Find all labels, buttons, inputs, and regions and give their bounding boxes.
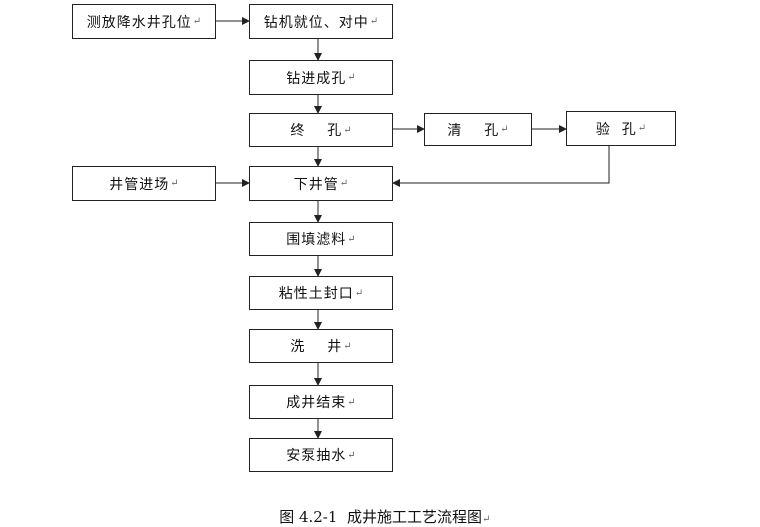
node-backfill-filter: 围填滤料↵ — [249, 222, 393, 256]
node-clean-hole: 清 孔↵ — [424, 113, 532, 146]
connector-lines — [216, 17, 610, 439]
node-well-complete: 成井结束↵ — [249, 385, 393, 419]
node-label: 测放降水井孔位 — [86, 14, 192, 31]
node-label: 终 孔 — [290, 123, 343, 139]
node-label: 安泵抽水 — [286, 448, 347, 464]
return-mark: ↵ — [343, 340, 352, 352]
node-label: 验 孔 — [595, 121, 637, 138]
node-label: 粘性土封口 — [278, 286, 354, 302]
return-mark: ↵ — [500, 124, 509, 135]
node-rig-positioning: 钻机就位、对中↵ — [249, 4, 393, 39]
return-mark: ↵ — [481, 514, 491, 525]
node-label: 清 孔 — [447, 122, 500, 139]
node-label: 围填滤料 — [286, 232, 347, 248]
node-label: 钻进成孔 — [286, 70, 347, 87]
node-clay-seal: 粘性土封口↵ — [249, 276, 393, 310]
return-mark: ↵ — [347, 449, 356, 461]
node-lower-pipe: 下井管↵ — [249, 166, 393, 201]
node-survey-well-position: 测放降水井孔位↵ — [72, 4, 216, 39]
node-label: 洗 井 — [290, 339, 343, 355]
arrow-inspect-to-lower-pipe — [392, 146, 610, 187]
node-label: 钻机就位、对中 — [263, 14, 369, 31]
return-mark: ↵ — [192, 16, 202, 27]
return-mark: ↵ — [637, 123, 647, 134]
return-mark: ↵ — [369, 16, 379, 27]
return-mark: ↵ — [347, 233, 356, 245]
return-mark: ↵ — [339, 178, 349, 189]
return-mark: ↵ — [343, 124, 352, 136]
node-install-pump: 安泵抽水↵ — [249, 438, 393, 472]
node-label: 下井管 — [293, 176, 339, 193]
node-label: 成井结束 — [286, 395, 347, 411]
caption-text: 图 4.2-1 成井施工工艺流程图 — [279, 508, 482, 526]
node-label: 井管进场 — [109, 176, 170, 193]
return-mark: ↵ — [354, 287, 364, 299]
return-mark: ↵ — [347, 396, 356, 408]
return-mark: ↵ — [170, 178, 179, 189]
node-drill-hole: 钻进成孔↵ — [249, 60, 393, 95]
node-final-hole: 终 孔↵ — [249, 113, 393, 147]
figure-caption: 图 4.2-1 成井施工工艺流程图↵ — [0, 488, 760, 527]
node-wash-well: 洗 井↵ — [249, 329, 393, 363]
node-inspect-hole: 验 孔↵ — [566, 111, 676, 146]
node-pipe-arrival: 井管进场↵ — [72, 166, 216, 201]
return-mark: ↵ — [347, 72, 356, 83]
